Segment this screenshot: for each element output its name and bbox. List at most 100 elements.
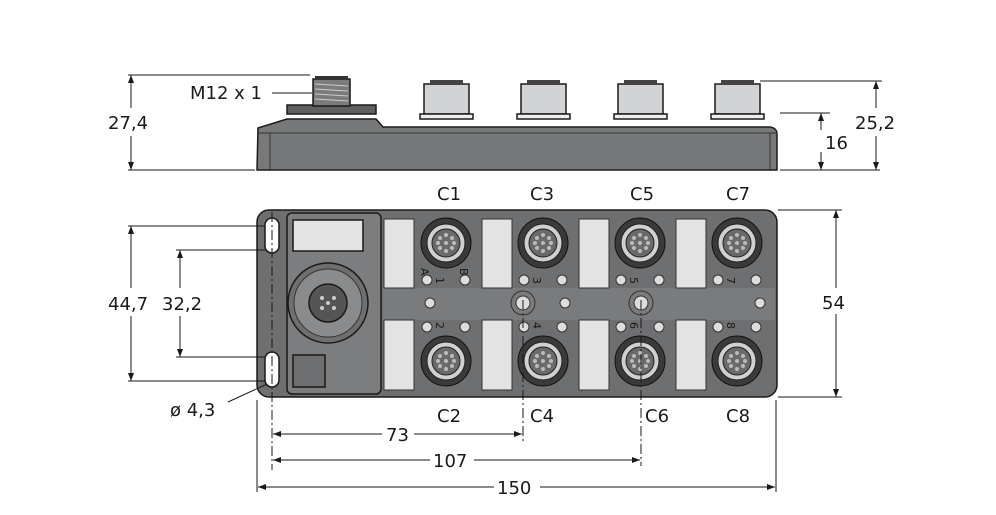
led-a — [615, 274, 627, 286]
dim-hole-outer: 44,7 — [108, 294, 148, 315]
connector-pin — [735, 241, 739, 245]
connector-pin — [452, 241, 456, 245]
dim-width: 54 — [822, 293, 845, 314]
port-6: 6 — [627, 322, 640, 329]
connector-pin — [735, 359, 739, 363]
connector-pin — [727, 359, 731, 363]
connector-pin — [450, 236, 454, 240]
connector-pin — [630, 241, 634, 245]
label-c6: C6 — [645, 406, 669, 427]
led-a — [421, 321, 433, 333]
led-b — [750, 321, 762, 333]
connector-pin — [743, 241, 747, 245]
dim-body-height: 16 — [825, 133, 848, 154]
connector-pin — [735, 233, 739, 237]
connector-pin — [547, 364, 551, 368]
connector-pin — [729, 354, 733, 358]
connector-pin — [547, 354, 551, 358]
dim-hole-inner: 32,2 — [162, 294, 202, 315]
connector-pin — [452, 359, 456, 363]
connector-pin — [638, 249, 642, 253]
connector-pin — [535, 236, 539, 240]
m12-thread — [312, 78, 351, 107]
connector-pin — [541, 359, 545, 363]
label-c2: C2 — [437, 406, 461, 427]
connector-pin — [535, 364, 539, 368]
thread-label: M12 x 1 — [190, 83, 262, 104]
led-b — [556, 321, 568, 333]
led-b — [750, 274, 762, 286]
connector-pin — [541, 351, 545, 355]
connector-pin — [644, 354, 648, 358]
label-field — [292, 219, 364, 252]
led-a — [518, 274, 530, 286]
connector-pin — [533, 241, 537, 245]
connector-pin — [741, 364, 745, 368]
connector-pin — [444, 233, 448, 237]
dim-hole-diameter: ø 4,3 — [170, 400, 215, 421]
connector-pin — [444, 367, 448, 371]
led-b — [556, 274, 568, 286]
led-b — [459, 274, 471, 286]
connector-pin — [743, 359, 747, 363]
connector-pin — [741, 236, 745, 240]
connector-pin — [630, 359, 634, 363]
connectors — [420, 217, 763, 387]
port-4: 4 — [530, 322, 543, 329]
port-3: 3 — [530, 277, 543, 284]
connector-pin — [444, 241, 448, 245]
connector-pin — [644, 246, 648, 250]
connector-pin — [438, 354, 442, 358]
led-a — [421, 274, 433, 286]
connector-pin — [632, 246, 636, 250]
connector-pin — [533, 359, 537, 363]
connector-pin — [729, 364, 733, 368]
led-a — [712, 321, 724, 333]
connector-pin — [735, 367, 739, 371]
connector-pin — [535, 246, 539, 250]
connector-pin — [549, 359, 553, 363]
connector-pin — [450, 246, 454, 250]
connector-pin — [735, 249, 739, 253]
connector-pin — [632, 236, 636, 240]
connector-pin — [438, 246, 442, 250]
connector-pin — [541, 367, 545, 371]
connector-pin — [638, 241, 642, 245]
label-c3: C3 — [530, 184, 554, 205]
dim-total-height: 27,4 — [108, 113, 148, 134]
led-a — [712, 274, 724, 286]
led-b — [653, 321, 665, 333]
led-a — [615, 321, 627, 333]
connector-pin — [646, 241, 650, 245]
connector-pin — [450, 364, 454, 368]
connector-pin — [535, 354, 539, 358]
label-c4: C4 — [530, 406, 554, 427]
connector-pin — [632, 354, 636, 358]
connector-pin — [547, 246, 551, 250]
connector-pin — [444, 359, 448, 363]
port-7: 7 — [724, 277, 737, 284]
port-5: 5 — [627, 277, 640, 284]
label-c1: C1 — [437, 184, 461, 205]
led-a — [518, 321, 530, 333]
connector-pin — [735, 351, 739, 355]
led-label-b: B — [457, 268, 470, 276]
connector-pin — [729, 246, 733, 250]
connector-pin — [541, 241, 545, 245]
connector-pin — [727, 241, 731, 245]
connector-pin — [729, 236, 733, 240]
dim-length: 150 — [497, 478, 531, 499]
connector-pin — [741, 354, 745, 358]
port-2: 2 — [433, 322, 446, 329]
connector-pin — [450, 354, 454, 358]
connector-pin — [547, 236, 551, 240]
connector-pin — [549, 241, 553, 245]
connector-pin — [644, 364, 648, 368]
led-b — [459, 321, 471, 333]
connector-pin — [741, 246, 745, 250]
dim-offset-c6: 107 — [433, 451, 467, 472]
connector-pin — [541, 249, 545, 253]
side-view: 27,4 M12 x 1 25,2 16 — [108, 74, 895, 171]
label-c8: C8 — [726, 406, 750, 427]
